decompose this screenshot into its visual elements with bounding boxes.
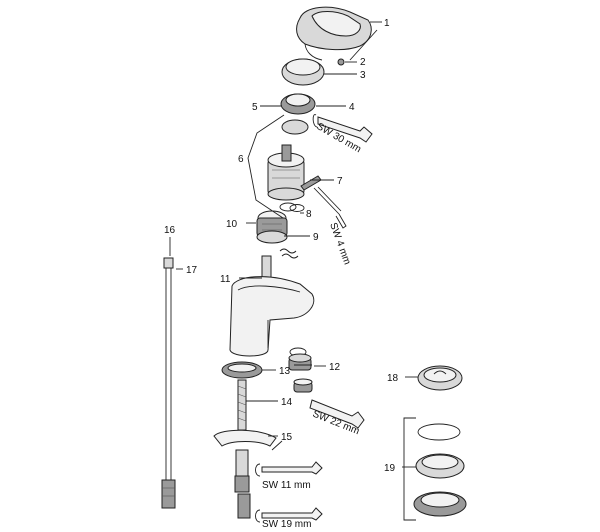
callout-15: 15 — [281, 432, 293, 443]
wrench-icon — [309, 399, 365, 429]
threaded-rod-icon — [237, 379, 247, 431]
callout-19: 19 — [384, 463, 396, 474]
callout-8: 8 — [306, 209, 312, 220]
callout-17: 17 — [186, 265, 198, 276]
drain-plug-icon — [417, 365, 463, 391]
callout-1: 1 — [384, 18, 390, 29]
drain-assembly-icon — [413, 423, 467, 517]
screw-icon — [337, 58, 345, 66]
wrench-icon — [255, 507, 323, 523]
callout-7: 7 — [337, 176, 343, 187]
cartridge-base-icon — [256, 210, 288, 244]
aerator-icon — [288, 347, 313, 393]
o-ring-icon — [279, 202, 305, 212]
cover-ring-icon — [281, 58, 325, 86]
mounting-bracket-icon — [213, 429, 277, 493]
base-gasket-icon — [221, 361, 263, 379]
callout-3: 3 — [360, 70, 366, 81]
flex-hose-icon — [161, 257, 176, 509]
callout-labels: 1 2 3 4 5 6 7 8 9 10 11 12 13 14 15 16 1… — [164, 18, 399, 474]
tool-label-sw11: SW 11 mm — [262, 480, 311, 491]
spring-icon — [279, 248, 299, 259]
callout-10: 10 — [226, 219, 238, 230]
tool-label-sw19: SW 19 mm — [262, 519, 311, 530]
callout-12: 12 — [329, 362, 341, 373]
lever-handle-icon — [296, 6, 372, 61]
nut-icon — [280, 93, 316, 115]
flex-hose-icon — [237, 493, 251, 519]
callout-9: 9 — [313, 232, 319, 243]
tool-label-sw4: SW 4 mm — [327, 221, 352, 266]
callout-18: 18 — [387, 373, 399, 384]
callout-2: 2 — [360, 57, 366, 68]
faucet-body-icon — [229, 255, 315, 357]
callout-11: 11 — [220, 274, 231, 285]
cartridge-icon — [267, 119, 309, 201]
wrench-icon — [255, 461, 323, 477]
callout-16: 16 — [164, 225, 176, 236]
callout-13: 13 — [279, 366, 291, 377]
callout-5: 5 — [252, 102, 258, 113]
callout-14: 14 — [281, 397, 293, 408]
wrench-icon — [312, 114, 373, 143]
leader-lines — [169, 21, 418, 521]
callout-6: 6 — [238, 154, 244, 165]
callout-4: 4 — [349, 102, 355, 113]
